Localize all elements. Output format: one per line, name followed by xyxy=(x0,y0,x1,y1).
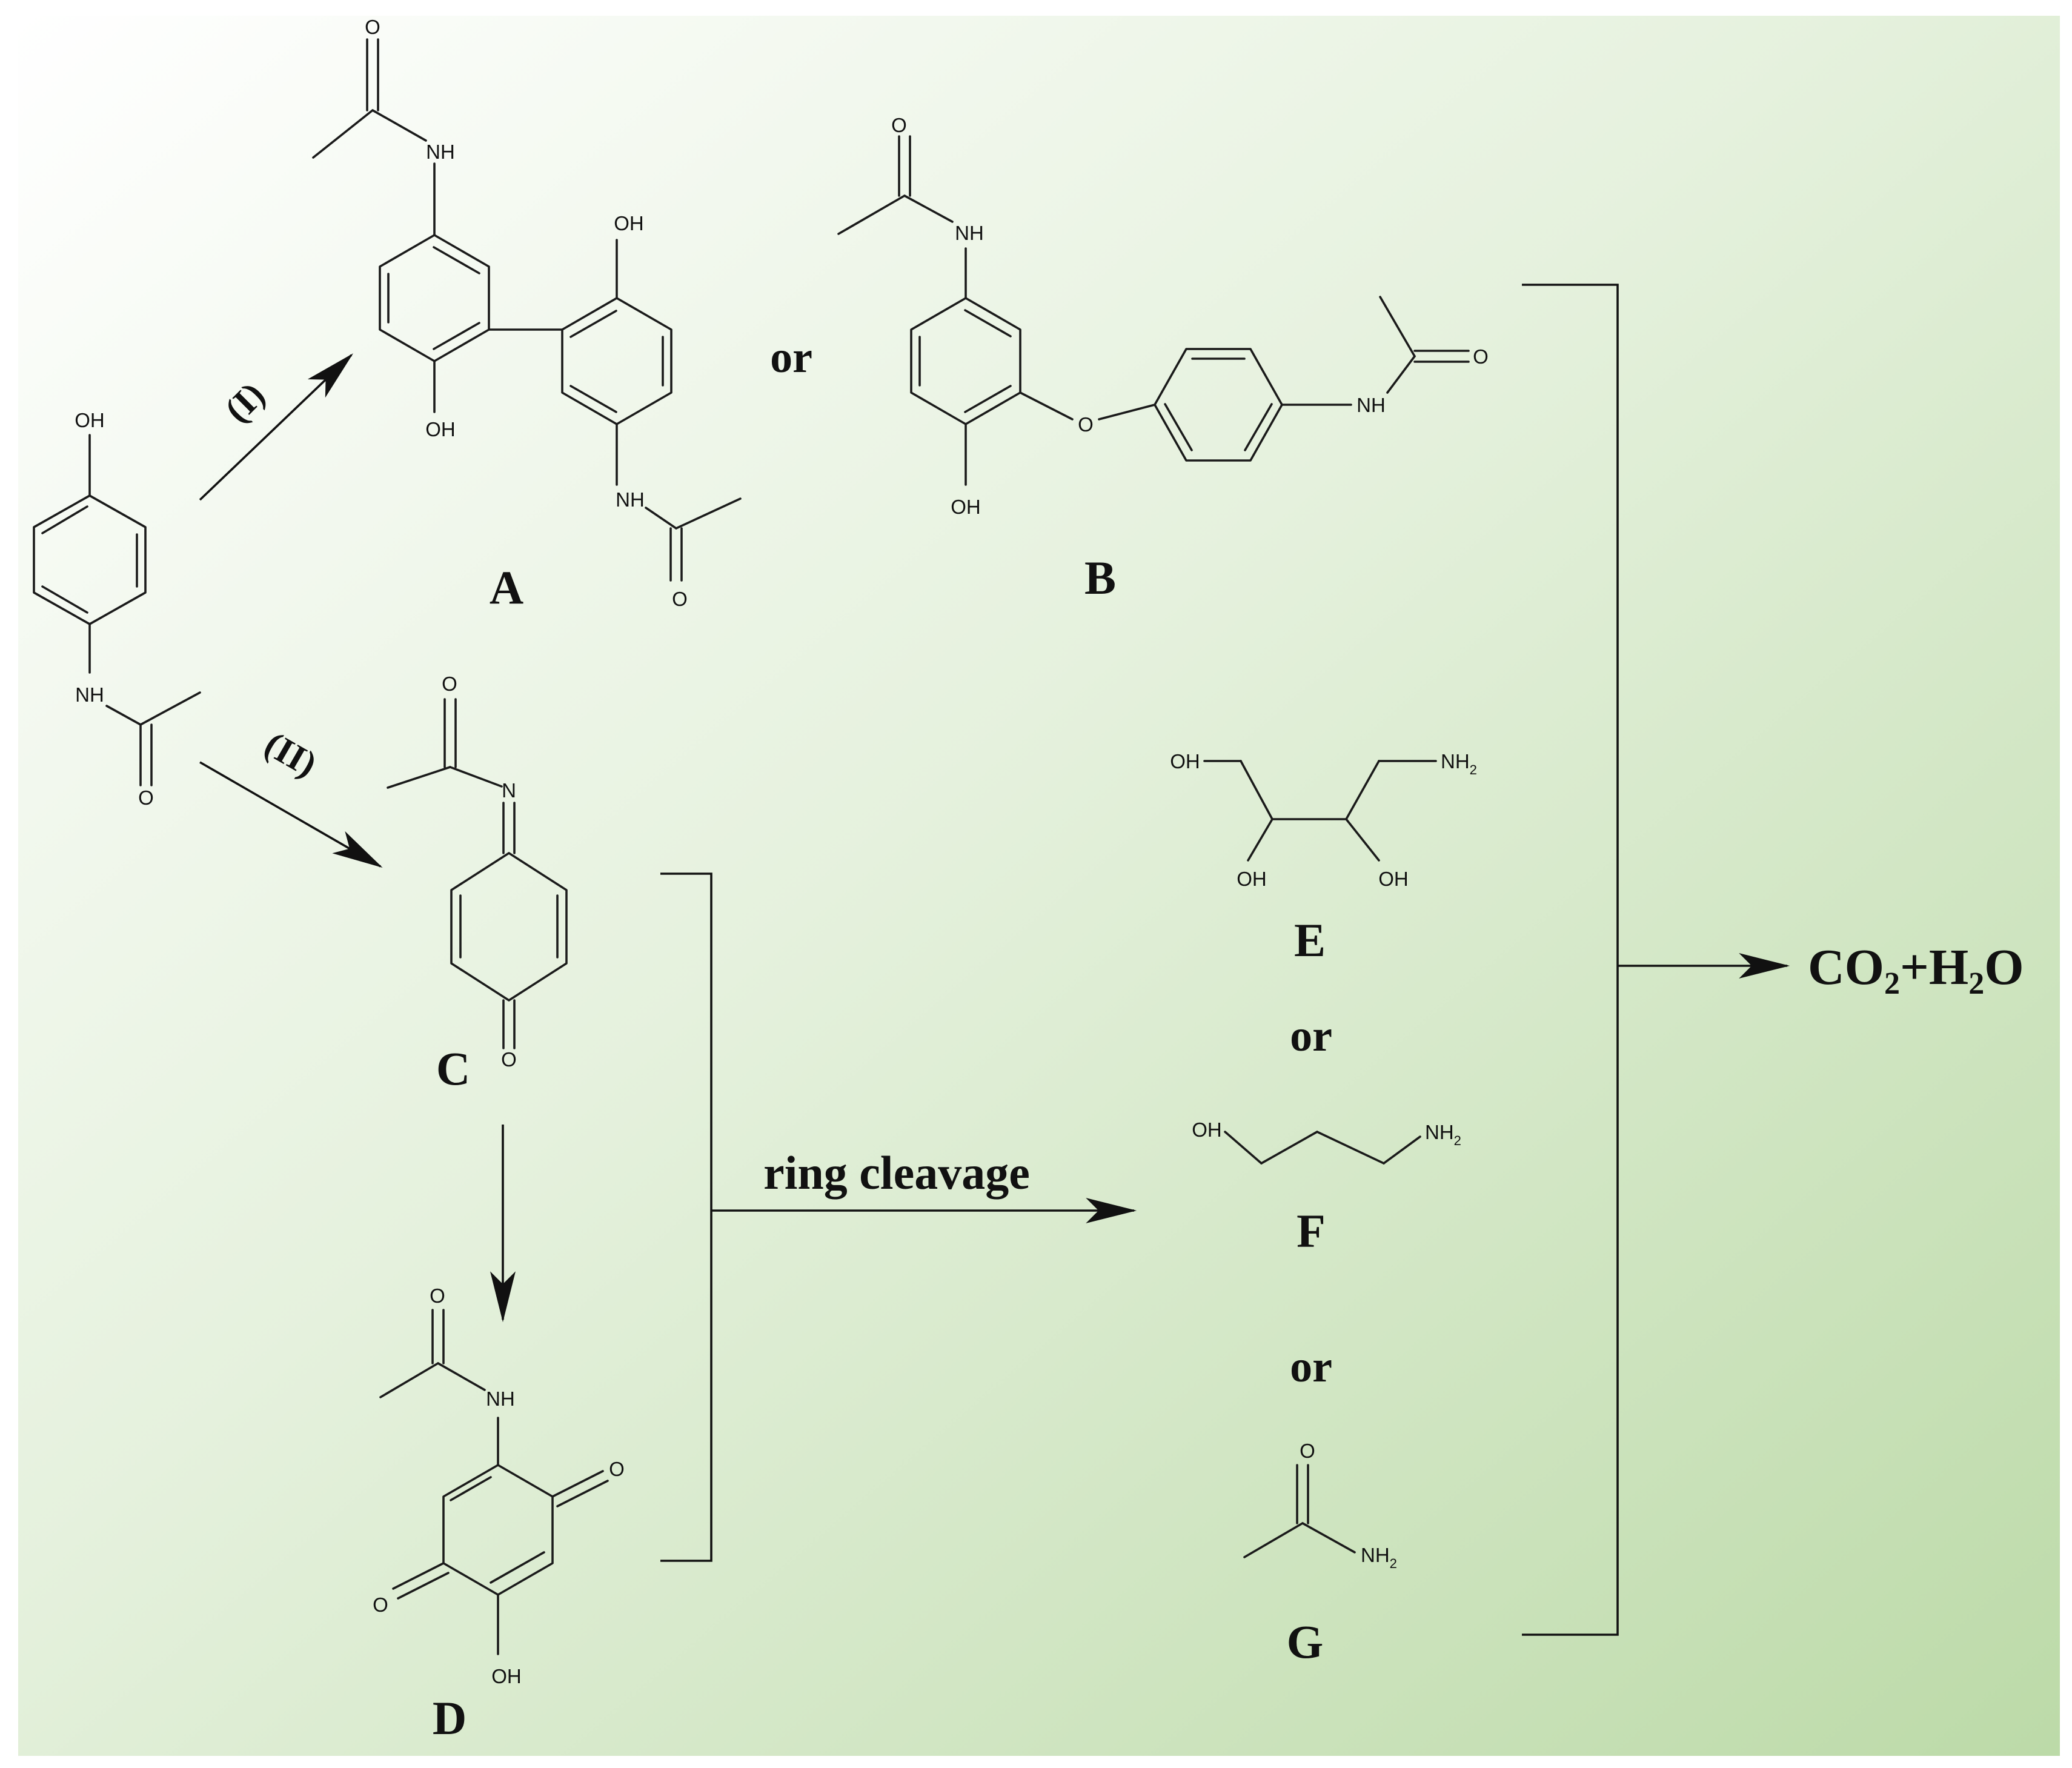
atom-label: O xyxy=(430,1284,445,1307)
atom-label: OH xyxy=(1170,750,1200,773)
atom-label: OH xyxy=(491,1665,522,1687)
atom-label: NH xyxy=(616,488,645,511)
atom-label: O xyxy=(501,1048,517,1071)
atom-label: O xyxy=(1473,345,1489,368)
atom-label: OH xyxy=(614,212,644,234)
ring-cleavage-label: ring cleavage xyxy=(763,1146,1030,1199)
atom-label: OH xyxy=(951,496,981,518)
or-connector-fg: or xyxy=(1290,1342,1332,1392)
compound-F-label: F xyxy=(1297,1205,1326,1257)
atom-label: O xyxy=(891,114,907,136)
compound-G-label: G xyxy=(1287,1615,1324,1668)
compound-G-structure: O NH2 xyxy=(1243,1440,1397,1571)
atom-label: NH2 xyxy=(1361,1544,1397,1571)
atom-label: NH xyxy=(426,141,455,163)
atom-label: NH xyxy=(1356,394,1386,416)
atom-label: OH xyxy=(1378,868,1409,890)
compound-E-structure: OH OH OH NH2 xyxy=(1170,750,1477,890)
compound-A-structure: NH O OH OH NH O xyxy=(312,16,742,610)
compound-F-structure: OH NH2 xyxy=(1192,1118,1461,1165)
pathway-arrow-I xyxy=(199,353,354,501)
atom-label: O xyxy=(1078,413,1094,436)
compound-B-label: B xyxy=(1084,551,1116,604)
atom-label: OH xyxy=(75,409,105,431)
atom-label: NH xyxy=(486,1387,515,1410)
compound-C-structure: O N O xyxy=(387,673,568,1071)
atom-label: O xyxy=(138,786,154,809)
atom-label: OH xyxy=(1237,868,1267,890)
atom-label: O xyxy=(609,1458,625,1480)
atom-label: O xyxy=(672,588,688,610)
atom-label: O xyxy=(1300,1440,1315,1462)
atom-label: OH xyxy=(1192,1118,1222,1141)
compound-C-label: C xyxy=(436,1042,470,1095)
or-connector-ef: or xyxy=(1290,1011,1332,1061)
atom-label: NH xyxy=(75,683,104,706)
atom-label: NH2 xyxy=(1441,750,1477,777)
bracket-all-products xyxy=(1522,284,1619,1636)
background xyxy=(18,16,2060,1756)
atom-label: NH xyxy=(955,222,984,244)
atom-label: O xyxy=(373,1594,388,1616)
pathway-arrow-II xyxy=(199,761,383,868)
paracetamol-structure: OH NH O xyxy=(33,409,201,809)
atom-label: O xyxy=(365,16,380,38)
atom-label: N xyxy=(502,779,516,802)
atom-label: OH xyxy=(425,418,456,440)
compound-D-label: D xyxy=(433,1692,467,1744)
or-connector-ab: or xyxy=(770,333,812,382)
atom-label: NH2 xyxy=(1425,1121,1461,1148)
compound-D-structure: O NH O O OH xyxy=(373,1284,625,1687)
bracket-C-D xyxy=(660,872,712,1562)
atom-label: O xyxy=(442,673,457,695)
compound-E-label: E xyxy=(1294,914,1326,966)
compound-B-structure: NH O OH O NH O xyxy=(837,114,1489,518)
final-product-co2-h2o: CO2+H2O xyxy=(1808,939,2024,1001)
compound-A-label: A xyxy=(490,561,523,614)
